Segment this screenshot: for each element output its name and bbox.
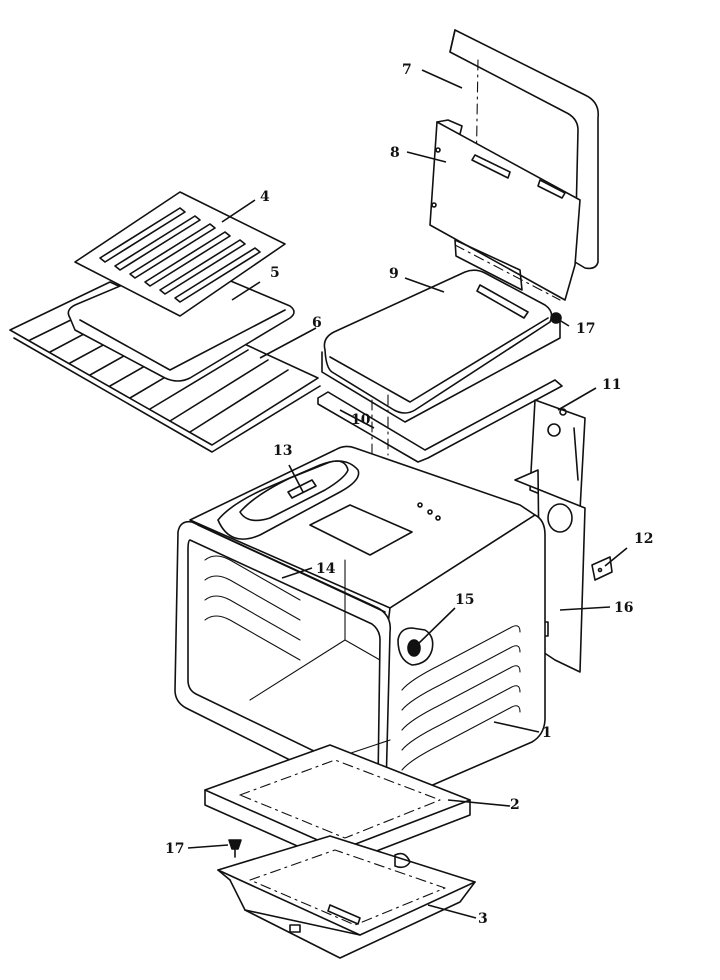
callout-3: 3 [478,911,488,927]
part-5-broiler-pan [67,261,295,382]
callout-5: 5 [270,265,280,281]
callout-17-upper: 17 [576,321,595,337]
part-9-top-pan [321,269,561,423]
callout-9: 9 [389,266,399,282]
callout-10: 10 [351,412,371,428]
callout-11: 11 [602,377,621,393]
part-8-divider-panel [429,119,581,301]
callout-15: 15 [455,592,474,608]
part-12-clip [591,556,613,581]
callout-6: 6 [312,315,322,331]
part-15-grommet [397,627,434,666]
part-11-side-bracket [529,399,586,511]
callout-1: 1 [542,725,552,741]
callout-leaders [187,69,628,919]
callout-17-lower: 17 [165,841,184,857]
callout-12: 12 [634,531,653,547]
callout-13: 13 [273,443,292,459]
part-1-oven-cavity [174,445,546,803]
callout-14: 14 [316,561,336,577]
part-3-bottom-tray [217,835,476,959]
callout-7: 7 [402,62,412,78]
part-17-screw-lower [228,839,242,858]
callout-4: 4 [260,189,270,205]
callout-2: 2 [510,797,520,813]
part-14-gasket [197,524,386,613]
callout-16: 16 [614,600,633,616]
callout-8: 8 [390,145,400,161]
part-13-insulation [239,460,349,522]
part-4-broiler-grid [74,191,286,317]
